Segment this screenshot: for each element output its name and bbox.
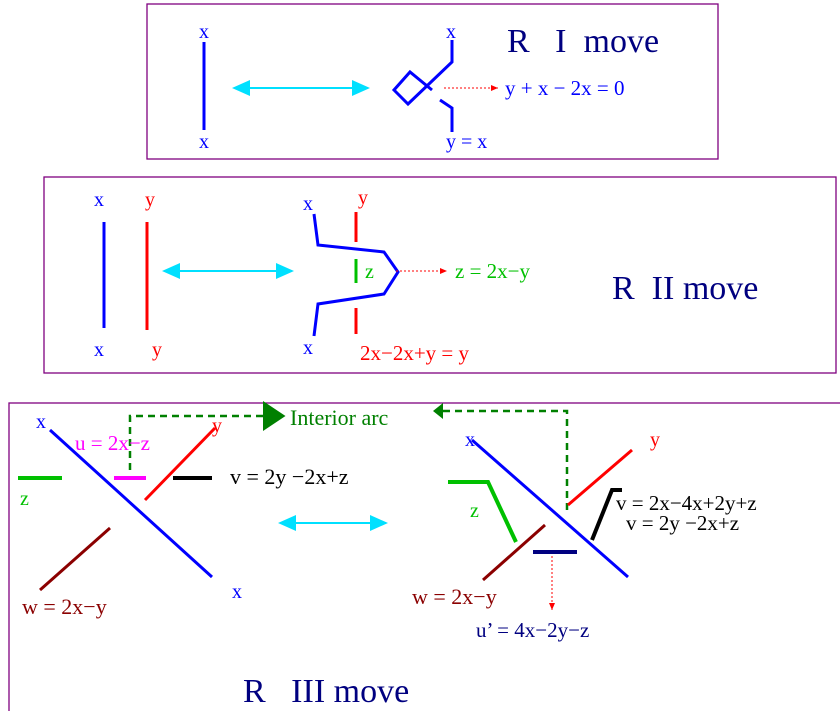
r3-interior-arc-right-arrowhead bbox=[433, 403, 443, 419]
r3-interior-arc-label: Interior arc bbox=[290, 405, 389, 430]
r3-frame bbox=[8, 402, 840, 711]
r3-right-darkred-strand bbox=[482, 523, 546, 582]
r1-right-top-label: x bbox=[446, 21, 456, 43]
r1-right-bottom-label: y = x bbox=[446, 131, 487, 153]
r1-left-bottom-label: x bbox=[199, 131, 209, 153]
r3-right-w-label: w = 2x−y bbox=[412, 584, 497, 609]
r2-bottom-equation: 2x−2x+y = y bbox=[360, 341, 470, 365]
r1-panel: x x x y = x y + x − 2x = 0 R I move bbox=[146, 3, 719, 160]
r3-left-y: y bbox=[212, 415, 222, 437]
r3-right-green-z bbox=[448, 480, 518, 543]
r1-kink-lower bbox=[439, 98, 454, 132]
r3-left-x-top: x bbox=[36, 411, 46, 433]
r3-right-x-top: x bbox=[465, 429, 475, 451]
r2-right-x-top: x bbox=[303, 193, 313, 215]
r3-right-u-label: u’ = 4x−2y−z bbox=[476, 618, 589, 642]
r3-interior-arc-left-path bbox=[128, 401, 286, 470]
r1-title: R I move bbox=[507, 23, 659, 60]
r2-frame bbox=[43, 176, 837, 374]
r2-left-x-top: x bbox=[94, 189, 104, 211]
r2-blue-bent-strand bbox=[312, 213, 400, 337]
r2-right-x-bottom: x bbox=[303, 337, 313, 359]
r1-kink-strand bbox=[391, 40, 454, 107]
r3-interior-arc-right-path bbox=[438, 409, 569, 510]
r1-equation: y + x − 2x = 0 bbox=[505, 76, 625, 100]
r1-left-top-label: x bbox=[199, 21, 209, 43]
r3-right-red-strand bbox=[567, 448, 633, 507]
r3-left-darkred-strand bbox=[39, 526, 111, 592]
r2-left-y-bottom: y bbox=[152, 339, 162, 361]
r3-right-y: y bbox=[650, 429, 660, 451]
r2-panel: x y x y x y x z z = 2x−y 2x−2x+y = y R I… bbox=[43, 176, 837, 374]
r3-left-w-label: w = 2x−y bbox=[22, 594, 107, 619]
r1-frame bbox=[146, 3, 719, 160]
r3-right-z-label: z bbox=[470, 500, 479, 522]
r2-title: R II move bbox=[612, 270, 758, 307]
r3-right-v2-label: v = 2y −2x+z bbox=[626, 511, 739, 535]
r3-right-v1-label: v = 2x−4x+2y+z bbox=[616, 491, 757, 515]
r3-left-u-label: u = 2x−z bbox=[75, 431, 150, 455]
r3-panel: Interior arc x y u = 2x−z v = 2y −2x+z z… bbox=[8, 401, 840, 711]
r3-left-x-bottom: x bbox=[232, 581, 242, 603]
r2-left-x-bottom: x bbox=[94, 339, 104, 361]
r2-left-y-top: y bbox=[145, 189, 155, 211]
r3-right-black-v bbox=[590, 488, 622, 541]
r3-left-z-label: z bbox=[20, 488, 29, 510]
r2-right-y-top: y bbox=[358, 187, 368, 209]
r3-title: R III move bbox=[243, 673, 409, 710]
r2-z-equation: z = 2x−y bbox=[455, 259, 531, 283]
r3-right-blue-strand bbox=[471, 438, 629, 579]
r3-left-v-label: v = 2y −2x+z bbox=[230, 464, 349, 489]
r3-left-blue-strand bbox=[48, 428, 214, 579]
r2-z-label: z bbox=[365, 261, 374, 283]
r3-left-red-strand bbox=[143, 426, 217, 502]
